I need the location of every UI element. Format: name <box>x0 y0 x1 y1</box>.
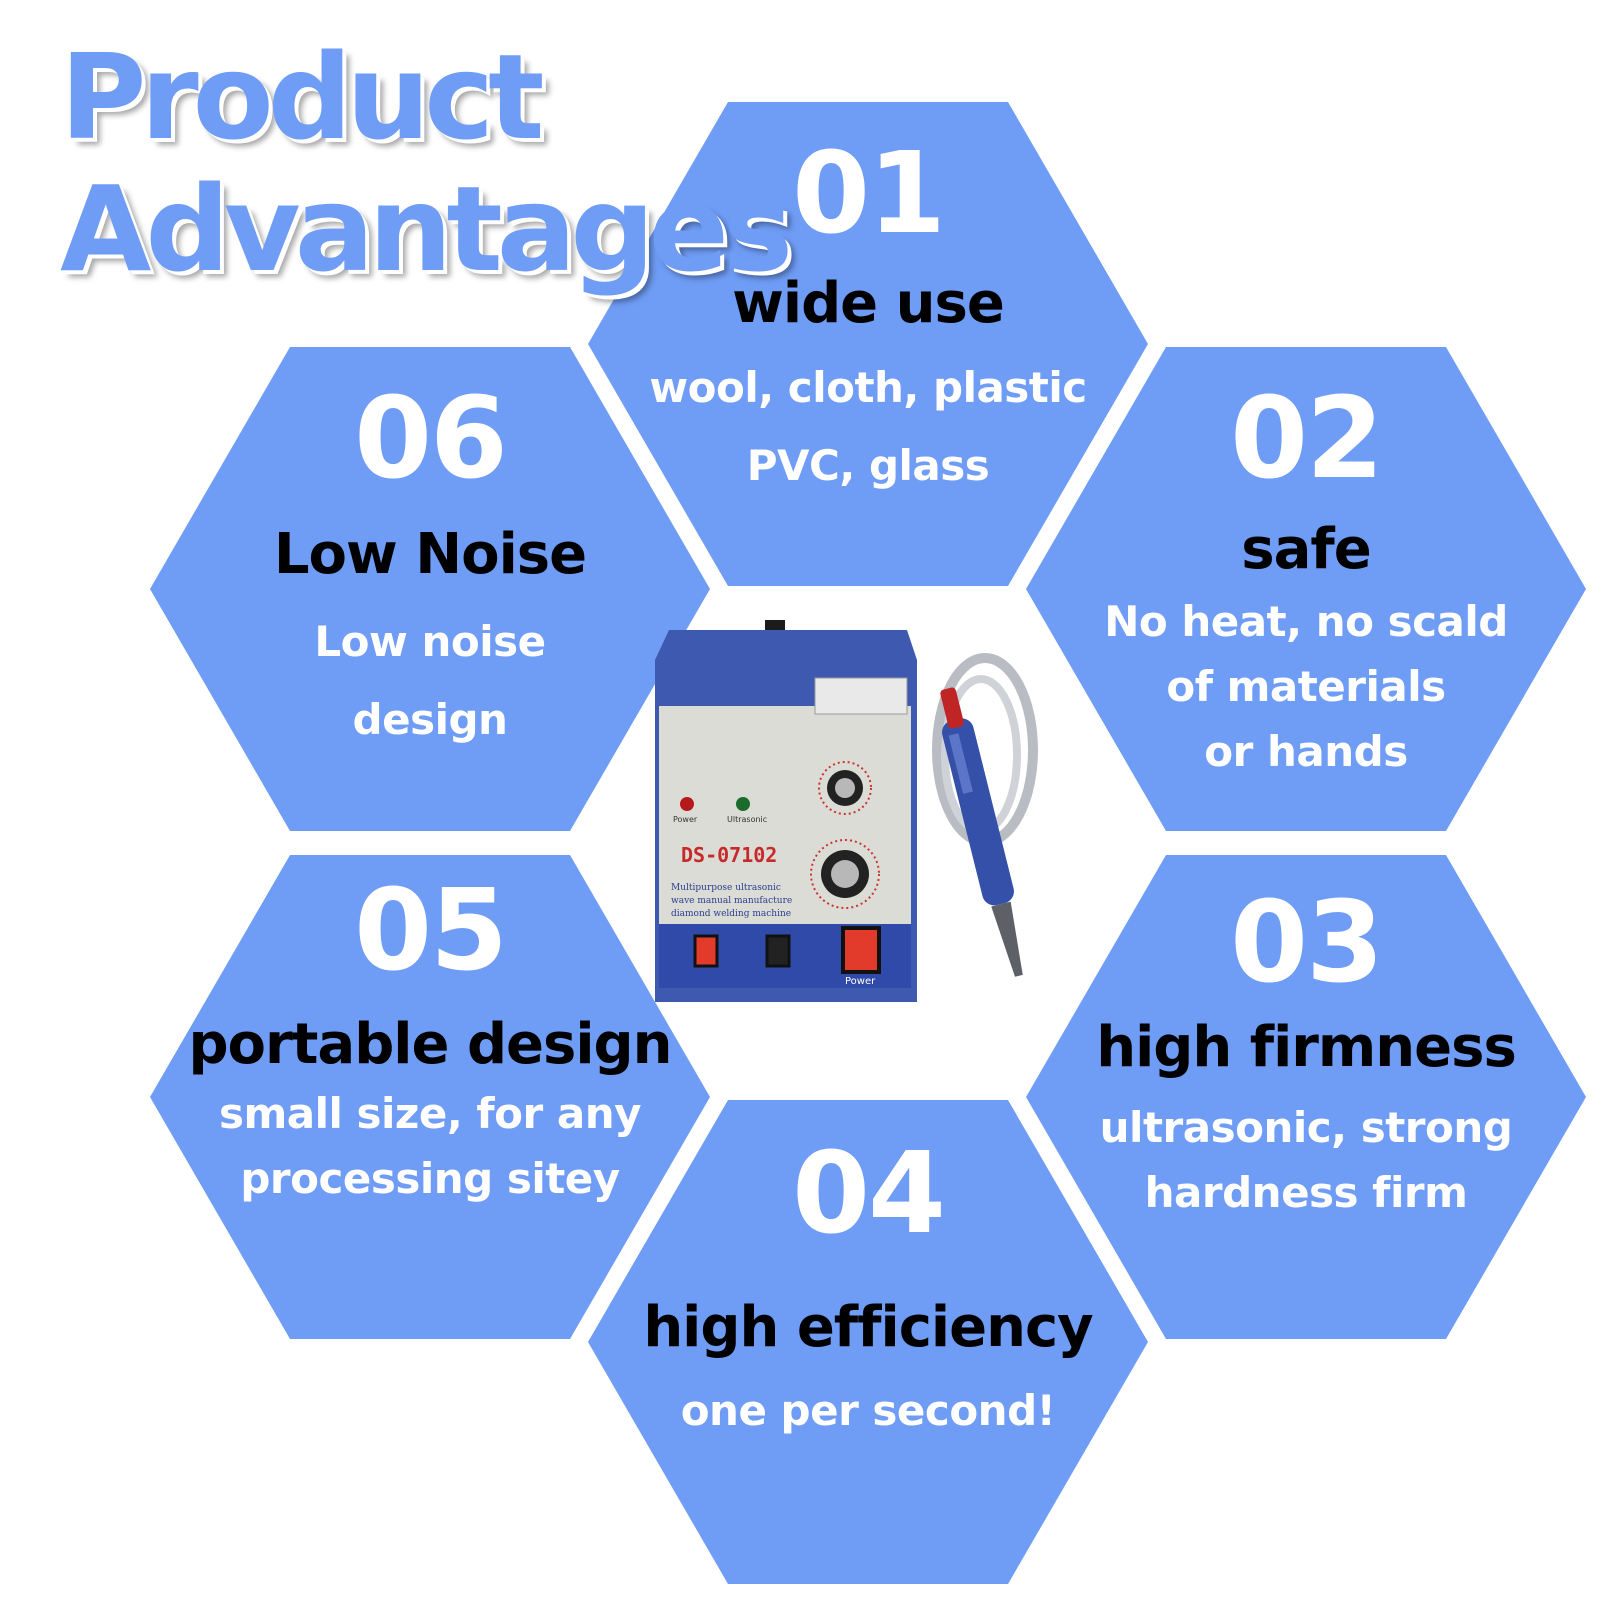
power-switch-label: Power <box>845 976 876 987</box>
power-switch[interactable] <box>841 926 881 974</box>
knob-cap <box>831 860 859 888</box>
power-led-icon <box>680 797 694 811</box>
headline-line-1: Product <box>60 28 545 166</box>
advantage-hex-04: 04 high efficiency one per second! <box>588 1100 1148 1584</box>
advantage-desc-line: Low noise <box>314 617 546 666</box>
product-desc-line: wave manual manufacture <box>671 896 792 906</box>
advantage-desc-line: small size, for any <box>218 1089 642 1138</box>
product-desc-line: Multipurpose ultrasonic <box>671 883 781 893</box>
advantage-hex-06: 06 Low Noise Low noise design <box>150 347 710 831</box>
advantage-desc-line: processing sitey <box>240 1154 620 1203</box>
advantage-number: 03 <box>1230 878 1384 1008</box>
air-pump-switch[interactable] <box>693 934 719 968</box>
ultrasonic-led-label: Ultrasonic <box>727 815 767 824</box>
spec-label <box>814 677 908 715</box>
headline-line-2: Advantages <box>60 160 793 298</box>
advantage-desc-line: one per second! <box>680 1386 1056 1435</box>
advantage-desc-line: or hands <box>1204 727 1408 776</box>
advantage-desc-line: hardness firm <box>1144 1168 1468 1217</box>
advantage-hex-02: 02 safe No heat, no scald of materials o… <box>1026 347 1586 831</box>
power-led-label: Power <box>673 815 698 824</box>
advantage-desc-line: PVC, glass <box>746 441 990 490</box>
advantage-title: high firmness <box>1096 1015 1517 1080</box>
advantage-number: 02 <box>1230 374 1384 504</box>
welding-tip <box>991 901 1023 977</box>
advantage-desc-line: ultrasonic, strong <box>1099 1103 1513 1152</box>
control-panel <box>659 706 911 924</box>
advantage-hex-05: 05 portable design small size, for any p… <box>150 855 710 1339</box>
power-dial-scale <box>810 839 880 909</box>
ultrasonic-welding-machine: Power Ultrasonic DS-07102 Multipurpose u… <box>655 620 1038 1002</box>
time-dial-scale <box>818 761 872 815</box>
advantage-title: Low Noise <box>273 522 587 587</box>
advantage-title: high efficiency <box>643 1295 1093 1360</box>
model-number: DS-07102 <box>681 843 777 867</box>
advantage-number: 05 <box>354 866 508 996</box>
advantage-number: 04 <box>792 1129 946 1259</box>
ultrasonic-led-icon <box>736 797 750 811</box>
advantage-number: 01 <box>792 129 946 259</box>
handpiece-connector <box>940 687 964 729</box>
advantage-number: 06 <box>354 374 508 504</box>
advantage-hex-03: 03 high firmness ultrasonic, strong hard… <box>1026 855 1586 1339</box>
advantage-title: portable design <box>188 1012 672 1077</box>
advantage-desc-line: design <box>352 695 508 744</box>
welding-handpiece <box>940 687 1023 977</box>
advantage-desc-line: of materials <box>1166 662 1446 711</box>
manual-switch[interactable] <box>765 934 791 968</box>
product-desc-line: diamond welding machine <box>671 909 791 919</box>
handpiece-grip-highlight <box>948 733 973 794</box>
advantage-desc-line: wool, cloth, plastic <box>649 363 1087 412</box>
advantage-title: safe <box>1241 517 1371 582</box>
knob-cap <box>835 778 855 798</box>
advantage-desc-line: No heat, no scald <box>1104 597 1508 646</box>
advantage-title: wide use <box>732 271 1005 336</box>
